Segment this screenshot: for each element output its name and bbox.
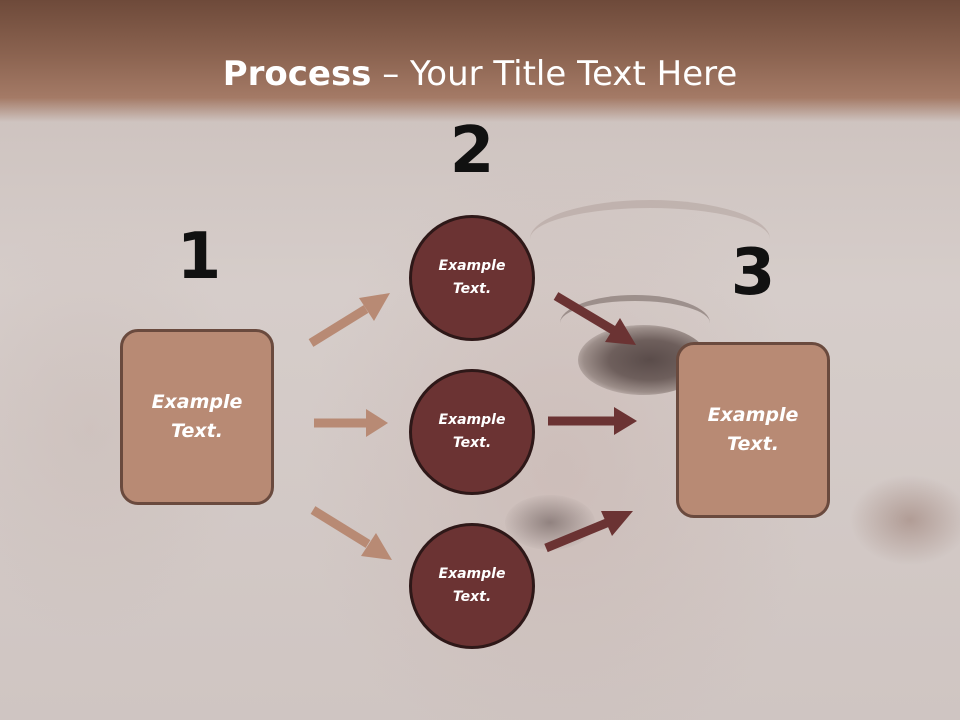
step-1-box: Example Text.	[120, 329, 274, 505]
nostril-shading	[505, 495, 595, 550]
step-1-text: Example Text.	[151, 391, 243, 442]
arrow-1-to-middle	[314, 409, 388, 437]
arrow-1-to-top	[308, 293, 390, 347]
eyelash-shading	[560, 295, 710, 351]
circle-bottom-text: Example Text.	[438, 566, 506, 605]
arrow-bottom-to-3	[544, 511, 633, 553]
arrow-middle-to-3	[548, 407, 637, 435]
title-rest: – Your Title Text Here	[371, 54, 738, 94]
circle-middle-text: Example Text.	[438, 412, 506, 451]
title-bold: Process	[222, 54, 372, 94]
step-number-2: 2	[449, 114, 495, 188]
step-number-1: 1	[176, 220, 222, 294]
brow-shading	[530, 200, 770, 278]
arrow-1-to-bottom	[310, 506, 392, 560]
step-number-3: 3	[730, 236, 776, 310]
circle-top-text: Example Text.	[438, 258, 506, 297]
step-2-circle-top: Example Text.	[409, 215, 535, 341]
slide-title: Process – Your Title Text Here	[0, 52, 960, 96]
step-2-circle-middle: Example Text.	[409, 369, 535, 495]
step-3-box: Example Text.	[676, 342, 830, 518]
step-3-text: Example Text.	[707, 404, 799, 455]
arrow-top-to-3	[553, 292, 636, 345]
title-bar: Process – Your Title Text Here	[0, 0, 960, 122]
step-2-circle-bottom: Example Text.	[409, 523, 535, 649]
